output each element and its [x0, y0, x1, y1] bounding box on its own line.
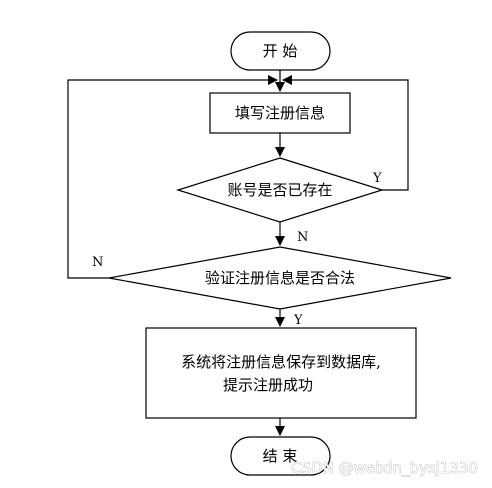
end-node: 结 束 — [230, 436, 331, 476]
account-exists-yes-label: Y — [372, 171, 382, 186]
check-account-node: 账号是否已存在 — [175, 157, 385, 223]
check-account-label: 账号是否已存在 — [227, 181, 332, 199]
end-label: 结 束 — [263, 447, 298, 465]
watermark-text: CSDN @weixin_bysj1330 — [291, 459, 478, 478]
start-node: 开 始 — [230, 31, 331, 71]
validate-no-label: N — [92, 255, 103, 270]
validate-node: 验证注册信息是否合法 — [108, 246, 452, 310]
account-exists-no-label: N — [297, 230, 308, 245]
edge-account-exists-loop — [282, 75, 409, 191]
save-label-line2: 提示注册成功 — [223, 376, 313, 394]
validate-label: 验证注册信息是否合法 — [205, 269, 355, 287]
fill-info-node: 填写注册信息 — [209, 92, 351, 134]
validate-yes-label: Y — [293, 313, 303, 328]
edge-invalid-loop — [67, 75, 278, 279]
fill-info-label: 填写注册信息 — [235, 104, 325, 122]
save-node: 系统将注册信息保存到数据库, 提示注册成功 — [145, 327, 417, 419]
save-label-line1: 系统将注册信息保存到数据库, — [181, 353, 381, 371]
start-label: 开 始 — [263, 42, 298, 60]
